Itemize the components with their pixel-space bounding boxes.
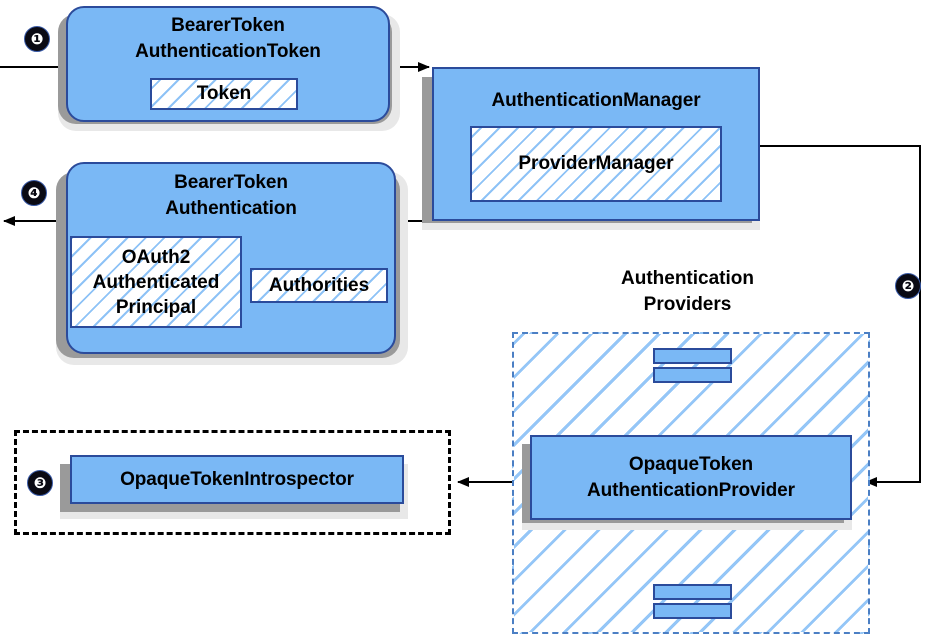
provider-stack-bar-bottom-1	[653, 584, 732, 600]
step-badge-1: ❶	[24, 26, 50, 52]
step-badge-3: ❸	[27, 470, 53, 496]
authentication-manager-title: AuthenticationManager	[491, 90, 701, 111]
provider-stack-bar-bottom-2	[653, 603, 732, 619]
bearer-token-authentication-member-oauth2-authenticated-principal[interactable]: OAuth2 Authenticated Principal	[70, 236, 242, 328]
opaque-token-authentication-provider-box[interactable]: OpaqueToken AuthenticationProvider	[530, 435, 852, 520]
bearer-token-authentication-member-authorities[interactable]: Authorities	[250, 268, 388, 303]
bearer-token-authentication-token-member-token[interactable]: Token	[150, 78, 298, 110]
authentication-providers-group-label: Authentication Providers	[621, 268, 754, 315]
opaque-token-authentication-provider-title: OpaqueToken AuthenticationProvider	[587, 453, 795, 501]
bearer-token-authentication-title: BearerToken Authentication	[165, 172, 297, 219]
opaque-token-introspector-group	[14, 430, 451, 535]
authentication-manager-member-provider-manager[interactable]: ProviderManager	[470, 126, 722, 202]
step-badge-2: ❷	[895, 273, 921, 299]
step-badge-4: ❹	[21, 180, 47, 206]
provider-stack-bar-top-2	[653, 367, 732, 383]
bearer-token-authentication-token-title: BearerToken AuthenticationToken	[135, 15, 321, 62]
provider-stack-bar-top-1	[653, 348, 732, 364]
opaque-token-introspector-box[interactable]: OpaqueTokenIntrospector	[70, 455, 404, 504]
opaque-token-introspector-title: OpaqueTokenIntrospector	[120, 468, 354, 490]
